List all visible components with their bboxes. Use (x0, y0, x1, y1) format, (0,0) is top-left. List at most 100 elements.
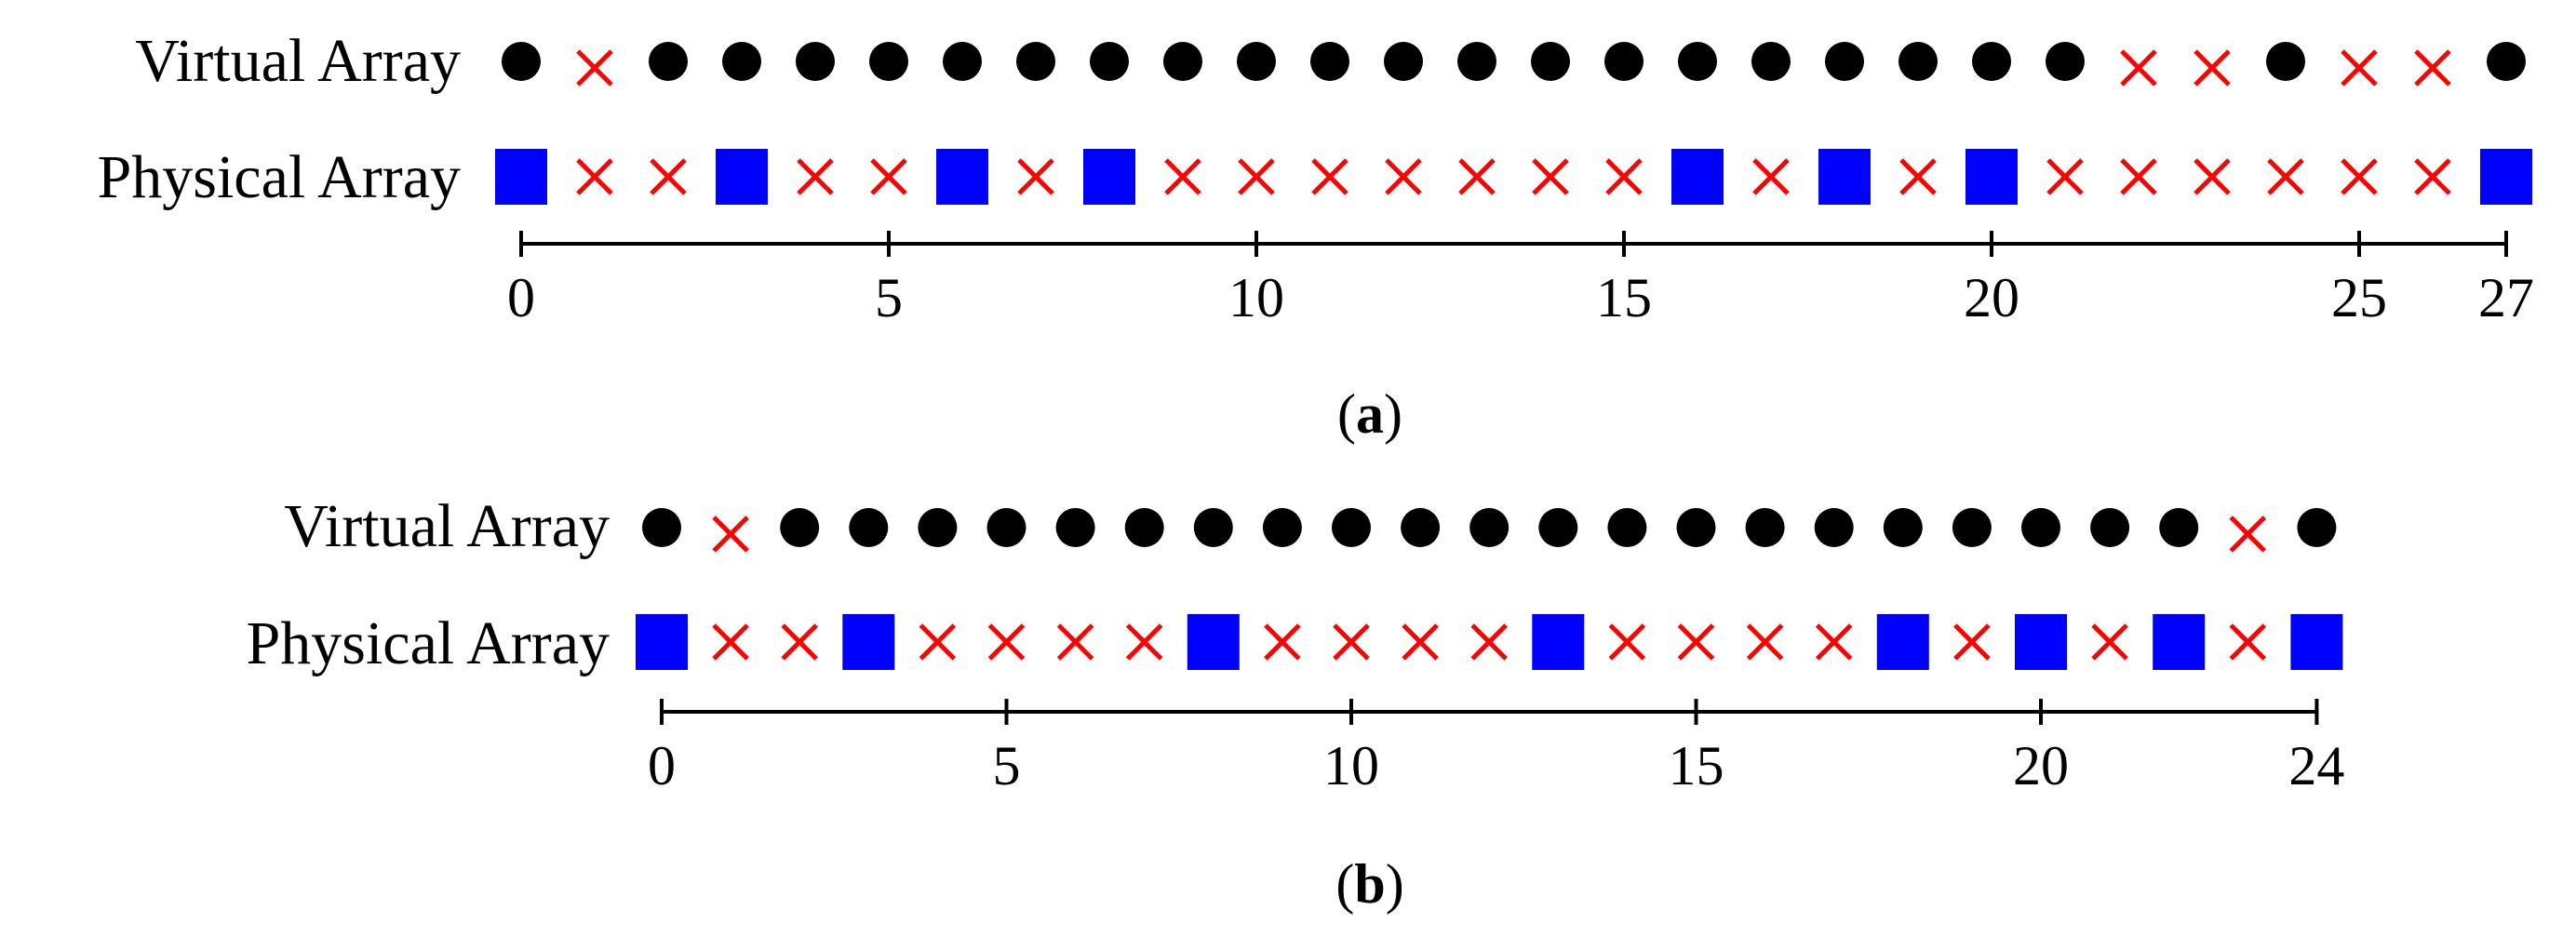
physical-hole-marker (712, 623, 749, 661)
physical-hole-marker (2267, 158, 2304, 195)
virtual-sensor-marker (1332, 508, 1371, 547)
physical-array-label: Physical Array (247, 609, 610, 677)
physical-sensor-marker (2290, 614, 2343, 670)
virtual-sensor-marker (986, 508, 1026, 547)
virtual-sensor-marker (1310, 42, 1349, 81)
virtual-sensor-marker (1607, 508, 1647, 547)
physical-hole-marker (1311, 158, 1348, 195)
physical-hole-marker (1953, 623, 1991, 661)
physical-hole-marker (576, 158, 613, 195)
virtual-sensor-marker (869, 42, 908, 81)
panel-label-b: (b) (1335, 853, 1403, 915)
virtual-sensor-marker (918, 508, 958, 547)
physical-hole-marker (1470, 623, 1508, 661)
virtual-sensor-marker (1883, 508, 1923, 547)
physical-hole-marker (781, 623, 818, 661)
physical-hole-marker (1056, 623, 1094, 661)
virtual-sensor-marker (1090, 42, 1129, 81)
tick-label: 5 (993, 735, 1021, 796)
physical-hole-marker (2194, 158, 2231, 195)
virtual-sensor-marker (943, 42, 982, 81)
physical-hole-marker (919, 623, 957, 661)
tick-label: 27 (2478, 267, 2534, 328)
virtual-sensor-marker (1055, 508, 1095, 547)
physical-hole-marker (2091, 623, 2128, 661)
tick-label: 15 (1669, 735, 1724, 796)
virtual-hole-marker (2120, 49, 2157, 87)
virtual-sensor-marker (2487, 42, 2526, 81)
virtual-sensor-marker (502, 42, 541, 81)
physical-hole-marker (2046, 158, 2084, 195)
physical-sensor-marker (1532, 614, 1585, 670)
virtual-sensor-marker (1016, 42, 1055, 81)
physical-sensor-marker (1083, 149, 1135, 205)
physical-hole-marker (797, 158, 834, 195)
virtual-sensor-marker (2159, 508, 2199, 547)
tick-label: 0 (507, 267, 535, 328)
physical-sensor-marker (1671, 149, 1724, 205)
physical-sensor-marker (2480, 149, 2532, 205)
virtual-array-label: Virtual Array (284, 492, 610, 560)
physical-hole-marker (1385, 158, 1422, 195)
virtual-sensor-marker (1163, 42, 1202, 81)
virtual-sensor-marker (2266, 42, 2305, 81)
physical-hole-marker (1402, 623, 1439, 661)
physical-hole-marker (1125, 623, 1163, 661)
virtual-sensor-marker (1124, 508, 1164, 547)
tick-label: 5 (875, 267, 903, 328)
tick-label: 24 (2288, 735, 2344, 796)
panel-label-a: (a) (1337, 383, 1402, 445)
physical-sensor-marker (636, 614, 688, 670)
virtual-hole-marker (2194, 49, 2231, 87)
physical-hole-marker (1532, 158, 1569, 195)
physical-hole-marker (1238, 158, 1275, 195)
physical-array-row (636, 614, 2343, 670)
virtual-sensor-marker (1604, 42, 1644, 81)
physical-sensor-marker (495, 149, 547, 205)
virtual-sensor-marker (1814, 508, 1854, 547)
virtual-sensor-marker (2046, 42, 2085, 81)
physical-hole-marker (1264, 623, 1301, 661)
virtual-hole-marker (712, 515, 749, 553)
virtual-sensor-marker (1745, 508, 1785, 547)
physical-hole-marker (2229, 623, 2267, 661)
virtual-hole-marker (2341, 49, 2378, 87)
physical-sensor-marker (936, 149, 988, 205)
physical-array-row (495, 149, 2532, 205)
virtual-sensor-marker (849, 508, 889, 547)
virtual-hole-marker (2414, 49, 2451, 87)
physical-hole-marker (1608, 623, 1646, 661)
physical-hole-marker (870, 158, 907, 195)
virtual-sensor-marker (722, 42, 761, 81)
virtual-sensor-marker (1678, 42, 1717, 81)
tick-label: 15 (1596, 267, 1652, 328)
physical-hole-marker (1017, 158, 1054, 195)
virtual-sensor-marker (1538, 508, 1578, 547)
virtual-sensor-marker (1401, 508, 1441, 547)
physical-sensor-marker (1187, 614, 1240, 670)
virtual-sensor-marker (1457, 42, 1496, 81)
virtual-sensor-marker (2090, 508, 2130, 547)
physical-hole-marker (1746, 623, 1784, 661)
virtual-sensor-marker (1237, 42, 1276, 81)
physical-hole-marker (2414, 158, 2451, 195)
physical-hole-marker (2341, 158, 2378, 195)
virtual-sensor-marker (1193, 508, 1233, 547)
physical-hole-marker (1164, 158, 1201, 195)
tick-label: 10 (1228, 267, 1284, 328)
physical-sensor-marker (1818, 149, 1871, 205)
physical-sensor-marker (842, 614, 895, 670)
tick-label: 25 (2331, 267, 2387, 328)
virtual-sensor-marker (1952, 508, 1992, 547)
physical-sensor-marker (2015, 614, 2067, 670)
physical-hole-marker (1752, 158, 1790, 195)
tick-label: 20 (2013, 735, 2069, 796)
virtual-sensor-marker (1972, 42, 2011, 81)
virtual-sensor-marker (2297, 508, 2337, 547)
virtual-sensor-marker (796, 42, 835, 81)
physical-hole-marker (1899, 158, 1937, 195)
